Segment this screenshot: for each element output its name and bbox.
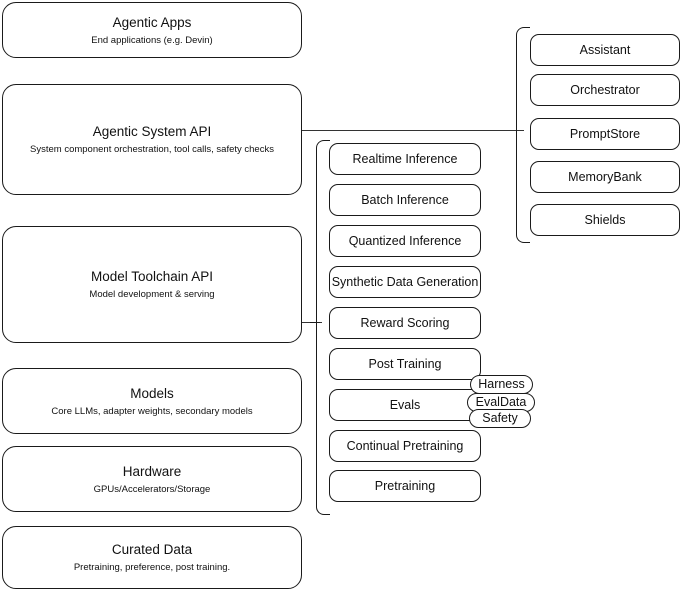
layer-title: Curated Data xyxy=(111,542,193,557)
component-box-orchestrator[interactable]: Orchestrator xyxy=(530,74,680,106)
layer-box-model-toolchain-api[interactable]: Model Toolchain API Model development & … xyxy=(2,226,302,343)
layer-title: Models xyxy=(130,385,174,401)
component-label: MemoryBank xyxy=(568,170,642,184)
eval-pill-safety[interactable]: Safety xyxy=(469,409,531,428)
capability-box-batch-inference[interactable]: Batch Inference xyxy=(329,184,481,216)
capability-box-reward-scoring[interactable]: Reward Scoring xyxy=(329,307,481,339)
bracket-middle-tip xyxy=(310,322,320,324)
bracket-right xyxy=(516,27,530,243)
component-label: Assistant xyxy=(579,43,631,57)
capability-label: Synthetic Data Generation xyxy=(331,275,479,289)
layer-box-models[interactable]: Models Core LLMs, adapter weights, secon… xyxy=(2,368,302,434)
component-label: Orchestrator xyxy=(570,83,640,97)
layer-box-curated-data[interactable]: Curated Data Pretraining, preference, po… xyxy=(2,526,302,589)
component-box-memorybank[interactable]: MemoryBank xyxy=(530,161,680,193)
component-box-shields[interactable]: Shields xyxy=(530,204,680,236)
component-box-promptstore[interactable]: PromptStore xyxy=(530,118,680,150)
capability-label: Evals xyxy=(389,398,421,412)
layer-subtitle: Model development & serving xyxy=(89,289,215,300)
layer-title: Agentic System API xyxy=(92,124,212,139)
capability-box-quantized-inference[interactable]: Quantized Inference xyxy=(329,225,481,257)
capability-box-evals[interactable]: Evals xyxy=(329,389,481,421)
layer-box-agentic-apps[interactable]: Agentic Apps End applications (e.g. Devi… xyxy=(2,2,302,58)
capability-label: Pretraining xyxy=(374,479,436,493)
eval-pill-label: EvalData xyxy=(475,395,527,409)
connector-agentic-system-api-to-components xyxy=(302,130,524,132)
eval-pill-harness[interactable]: Harness xyxy=(470,375,533,394)
layer-subtitle: End applications (e.g. Devin) xyxy=(91,34,213,46)
layer-box-agentic-system-api[interactable]: Agentic System API System component orch… xyxy=(2,84,302,195)
layer-box-hardware[interactable]: Hardware GPUs/Accelerators/Storage xyxy=(2,446,302,512)
eval-pill-evaldata[interactable]: EvalData xyxy=(467,393,535,412)
layer-title: Hardware xyxy=(122,463,182,479)
layer-title: Agentic Apps xyxy=(112,14,192,30)
component-label: Shields xyxy=(584,213,626,227)
eval-pill-label: Safety xyxy=(482,411,518,425)
layer-subtitle: GPUs/Accelerators/Storage xyxy=(93,483,211,495)
capability-label: Continual Pretraining xyxy=(346,439,464,453)
layer-subtitle: Core LLMs, adapter weights, secondary mo… xyxy=(51,405,253,417)
layer-title: Model Toolchain API xyxy=(90,269,214,284)
capability-box-synthetic-data-generation[interactable]: Synthetic Data Generation xyxy=(329,266,481,298)
layer-subtitle: Pretraining, preference, post training. xyxy=(73,562,231,573)
eval-pill-label: Harness xyxy=(478,377,525,391)
capability-box-post-training[interactable]: Post Training xyxy=(329,348,481,380)
component-label: PromptStore xyxy=(569,127,641,141)
capability-label: Realtime Inference xyxy=(352,152,458,166)
capability-label: Reward Scoring xyxy=(360,316,450,330)
capability-label: Batch Inference xyxy=(361,193,449,207)
capability-box-realtime-inference[interactable]: Realtime Inference xyxy=(329,143,481,175)
bracket-middle xyxy=(316,140,330,515)
component-box-assistant[interactable]: Assistant xyxy=(530,34,680,66)
capability-label: Quantized Inference xyxy=(348,234,462,248)
capability-label: Post Training xyxy=(368,357,442,371)
capability-box-pretraining[interactable]: Pretraining xyxy=(329,470,481,502)
layer-subtitle: System component orchestration, tool cal… xyxy=(30,144,274,155)
capability-box-continual-pretraining[interactable]: Continual Pretraining xyxy=(329,430,481,462)
